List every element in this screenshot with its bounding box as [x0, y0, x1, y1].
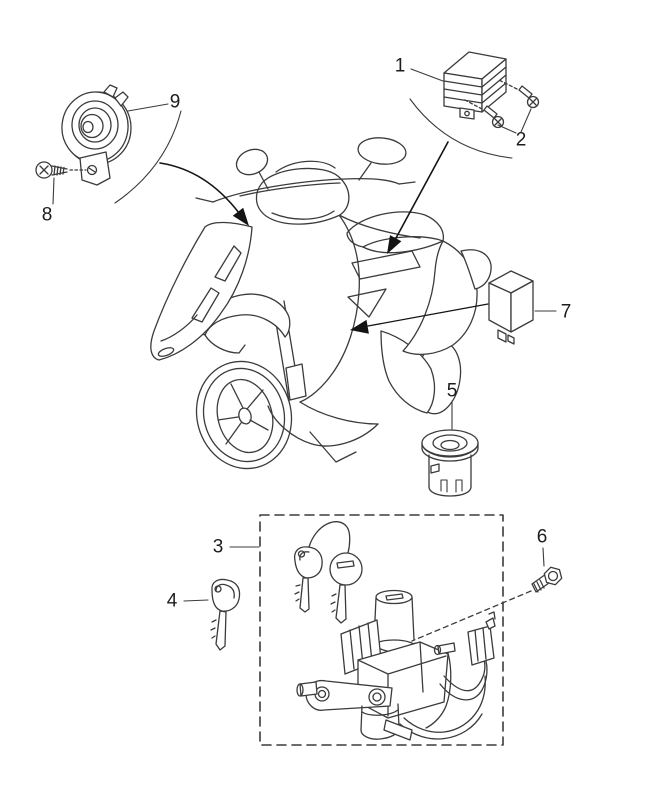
lock-bushing-figure [421, 429, 479, 497]
lock-set-dashed-box [259, 514, 504, 746]
switch-screw-figure [411, 566, 563, 642]
callout-1: 1 [394, 55, 406, 77]
horn-figure [61, 84, 132, 186]
callout-6: 6 [536, 526, 548, 548]
callout-5: 5 [446, 380, 458, 402]
pointer-arrow-relay [350, 303, 489, 334]
callout-8: 8 [41, 204, 53, 226]
pointer-arrow-regulator [387, 141, 449, 254]
key-pair-figure [293, 521, 363, 624]
relay-figure [488, 270, 534, 345]
spare-key-figure [210, 578, 241, 651]
callout-9: 9 [169, 91, 181, 113]
detail-arc-right [409, 98, 513, 159]
callout-2: 2 [515, 129, 527, 151]
regulator-screws-figure [462, 79, 540, 129]
callout-leader-lines [52, 68, 557, 602]
horn-screw-figure [35, 161, 87, 179]
callout-3: 3 [212, 536, 224, 558]
callout-7: 7 [560, 301, 572, 323]
callout-4: 4 [166, 590, 178, 612]
detail-arc-left [114, 110, 182, 204]
pointer-arrow-horn [159, 162, 249, 226]
regulator-figure [443, 51, 507, 120]
ignition-switch-figure [296, 589, 496, 741]
scooter-figure [150, 137, 492, 470]
